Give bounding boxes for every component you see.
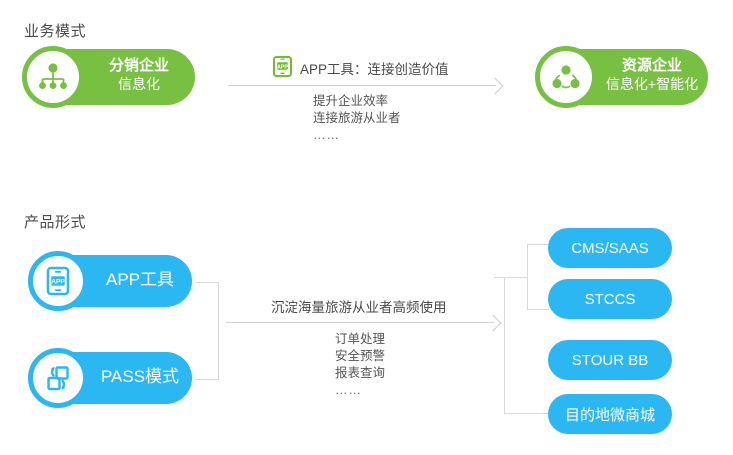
flow-arrow-head bbox=[484, 314, 502, 332]
product-pill-cms-saas[interactable]: CMS/SAAS bbox=[548, 228, 672, 268]
bracket-right-inlet bbox=[494, 277, 505, 278]
app-phone-icon: APP bbox=[28, 251, 88, 311]
flow-business-model: APP APP工具：连接创造价值 提升企业效率 连接旅游从业者 …… bbox=[0, 0, 733, 180]
node-distribution-enterprise[interactable]: 分销企业 信息化 bbox=[22, 46, 195, 108]
app-phone-icon: APP bbox=[273, 56, 292, 77]
bracket-right-outer-top-stub bbox=[504, 277, 528, 278]
section-header-business: 业务模式 bbox=[24, 23, 87, 40]
node-label: APP工具 bbox=[105, 270, 175, 289]
flow-arrow-line bbox=[226, 322, 494, 323]
product-pill-stour-bb[interactable]: STOUR BB bbox=[548, 340, 672, 380]
pill-label: STOUR BB bbox=[571, 351, 649, 369]
bracket-right-outer-bottom-stub bbox=[504, 413, 549, 414]
bracket-left-vertical bbox=[218, 282, 219, 380]
node-resource-enterprise[interactable]: 资源企业 信息化+智能化 bbox=[535, 46, 708, 108]
bracket-right-inner-bottom-stub bbox=[527, 309, 549, 310]
pill-label: CMS/SAAS bbox=[571, 239, 649, 257]
section-header-product: 产品形式 bbox=[24, 214, 87, 231]
product-pill-stccs[interactable]: STCCS bbox=[548, 279, 672, 319]
pill-label: 目的地微商城 bbox=[564, 406, 655, 424]
flow-title: 沉淀海量旅游从业者高频使用 bbox=[271, 300, 447, 315]
flow-arrow-line bbox=[228, 85, 496, 86]
flow-bullets: 提升企业效率 连接旅游从业者 …… bbox=[313, 94, 401, 142]
bracket-left-top-stub bbox=[196, 282, 219, 283]
exchange-squares-icon bbox=[28, 348, 88, 408]
product-pill-destination-mall[interactable]: 目的地微商城 bbox=[548, 394, 672, 434]
org-hierarchy-icon bbox=[22, 46, 84, 108]
bracket-right-inner-vertical bbox=[527, 244, 528, 310]
flow-bullets: 订单处理 安全预警 报表查询 …… bbox=[335, 332, 386, 397]
node-label: 资源企业 信息化+智能化 bbox=[605, 57, 699, 92]
network-nodes-icon bbox=[535, 46, 597, 108]
pill-label: STCCS bbox=[584, 290, 636, 308]
node-pass-mode[interactable]: PASS模式 bbox=[28, 348, 192, 408]
svg-text:APP: APP bbox=[51, 278, 65, 285]
flow-title: APP工具：连接创造价值 bbox=[300, 62, 449, 77]
svg-text:APP: APP bbox=[277, 64, 288, 70]
node-label: PASS模式 bbox=[100, 367, 180, 386]
bracket-right-outer-vertical bbox=[504, 277, 505, 414]
bracket-right-inner-top-stub bbox=[527, 244, 549, 245]
node-label: 分销企业 信息化 bbox=[108, 57, 169, 92]
node-app-tool[interactable]: APP APP工具 bbox=[28, 251, 192, 311]
bracket-left-bottom-stub bbox=[196, 379, 219, 380]
